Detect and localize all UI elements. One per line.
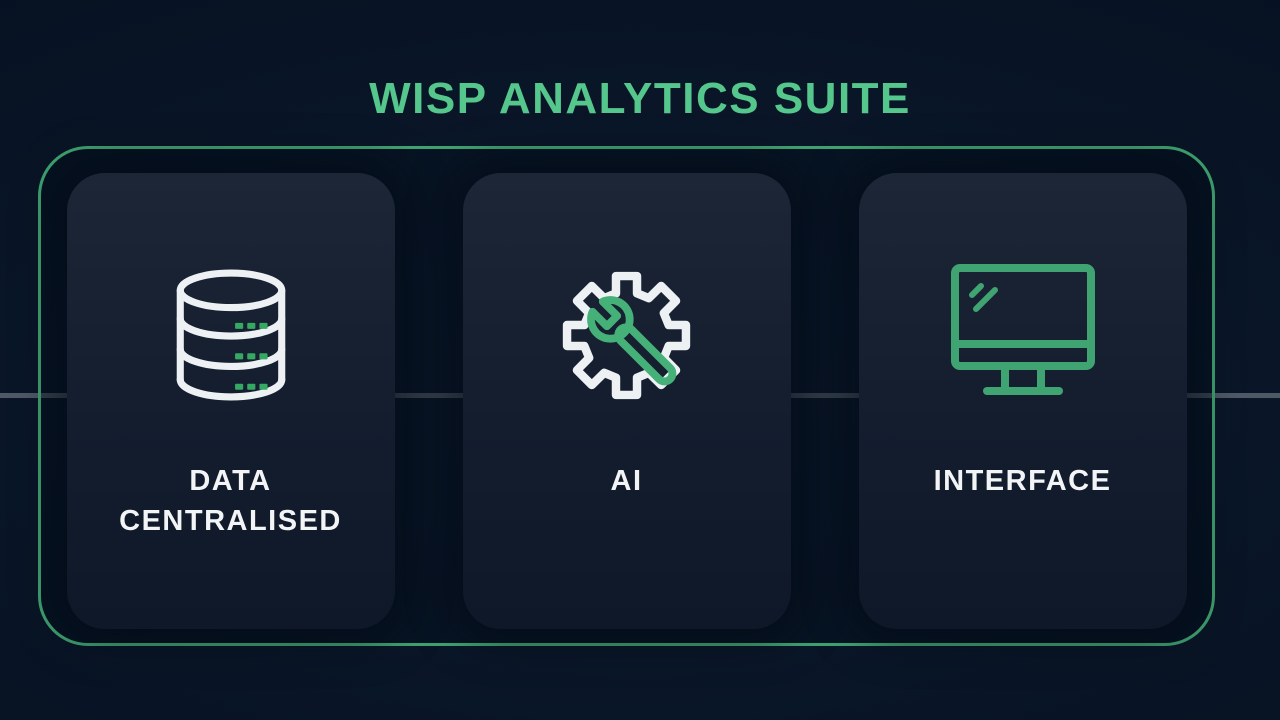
card-ai: AI [462, 173, 791, 629]
suite-frame: DATA CENTRALISED AI [38, 146, 1215, 646]
card-label: DATA CENTRALISED [119, 461, 342, 541]
card-icon-wrap [170, 257, 292, 413]
gear-wrench-icon [562, 271, 691, 399]
card-icon-wrap [554, 257, 699, 413]
card-label-line: CENTRALISED [119, 505, 342, 537]
card-label-line: INTERFACE [933, 465, 1112, 497]
card-icon-wrap [943, 257, 1103, 413]
wrench-outline [587, 295, 677, 385]
card-label-line: AI [610, 465, 643, 497]
monitor-icon [950, 264, 1095, 395]
card-interface: INTERFACE [858, 173, 1187, 629]
database-icon [176, 269, 285, 401]
page-title: WISP ANALYTICS SUITE [369, 74, 911, 123]
card-data-centralised: DATA CENTRALISED [66, 173, 395, 629]
screen-glint [968, 283, 998, 312]
cards-row: DATA CENTRALISED AI [41, 149, 1212, 643]
card-label: AI [611, 461, 643, 501]
card-label: INTERFACE [934, 461, 1112, 501]
card-label-line: DATA [189, 465, 272, 497]
